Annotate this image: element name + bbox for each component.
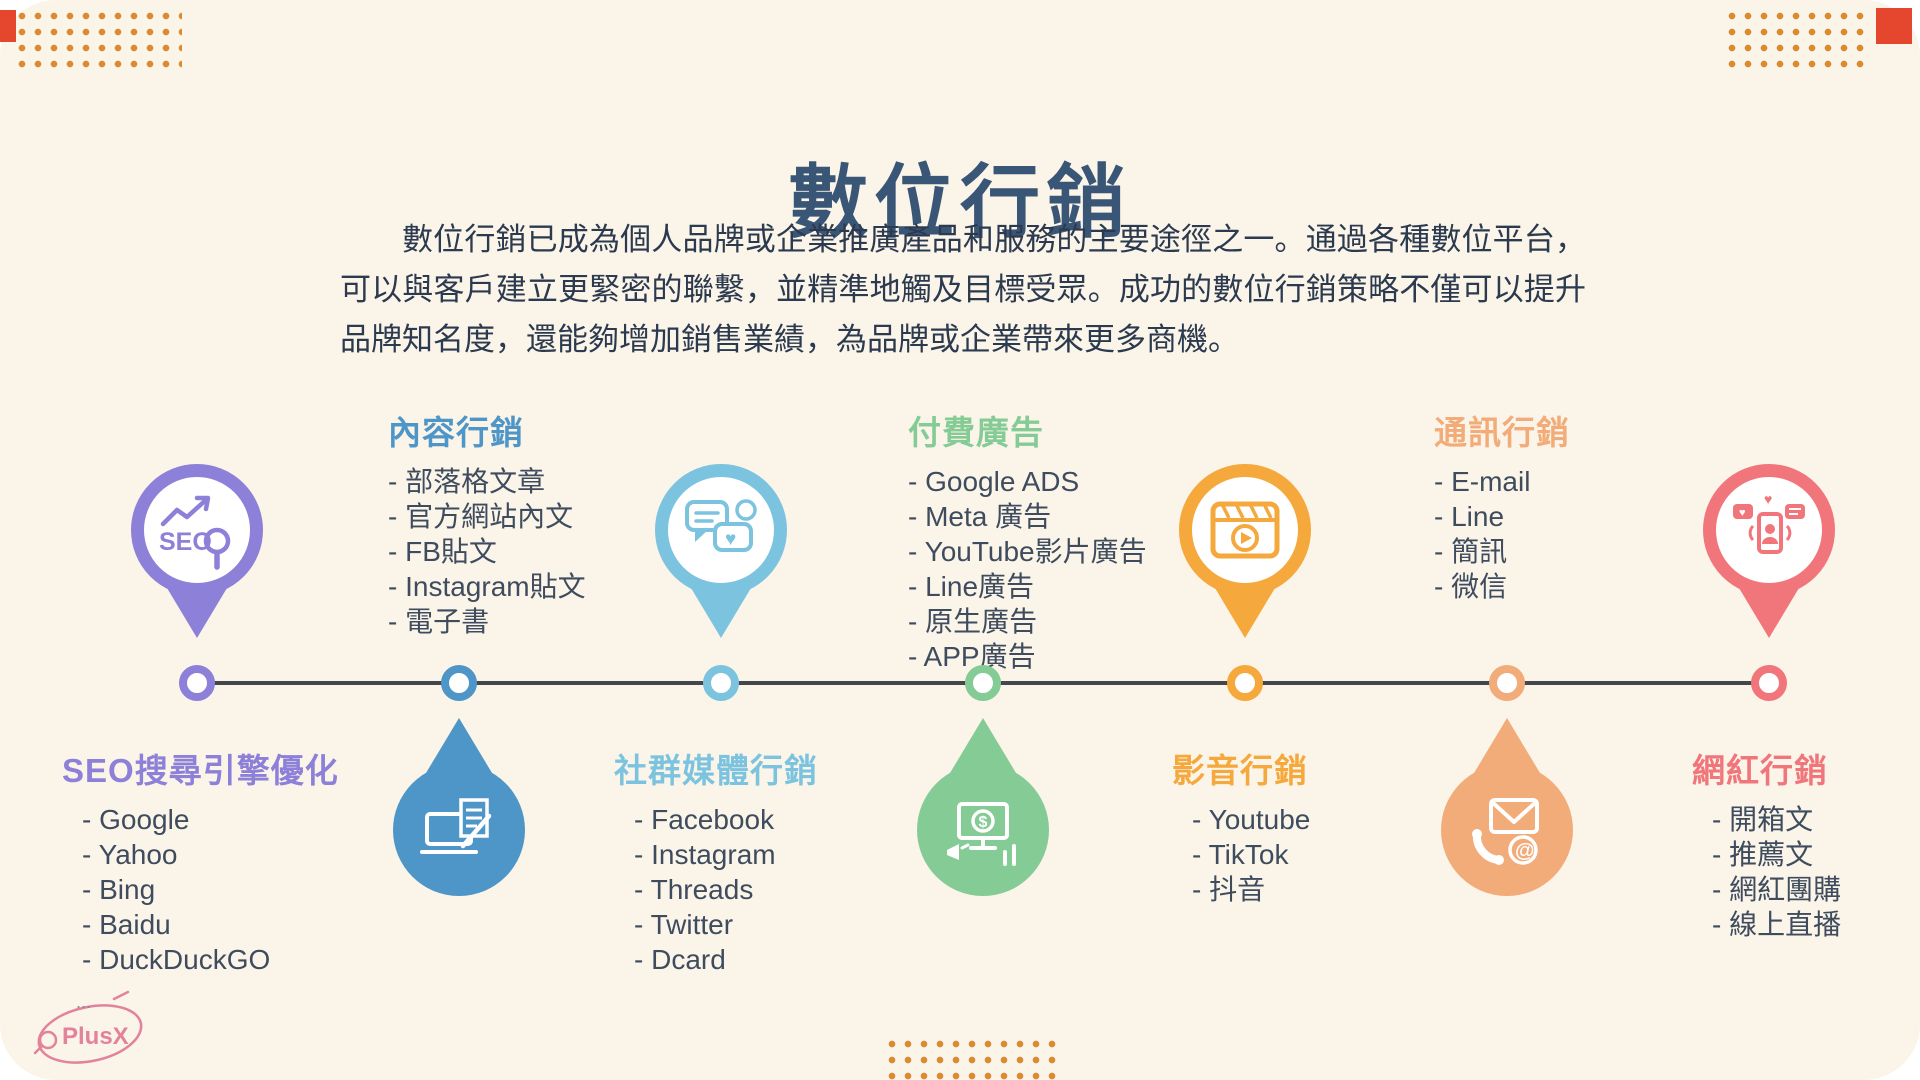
page-title: 數位行銷 bbox=[788, 154, 1132, 249]
corner-square-left bbox=[0, 10, 16, 42]
social-media-pin-marker: ♥ bbox=[655, 464, 787, 644]
list-item: - Threads bbox=[634, 874, 754, 905]
list-item: - Dcard bbox=[634, 944, 726, 975]
svg-text:♥: ♥ bbox=[725, 529, 736, 550]
svg-text:$: $ bbox=[979, 814, 988, 831]
list-item: - 原生廣告 bbox=[908, 606, 1038, 637]
svg-text:@: @ bbox=[1515, 840, 1535, 862]
content-writing-icon bbox=[420, 798, 492, 854]
timeline-node bbox=[179, 665, 215, 701]
content-drop-marker bbox=[393, 718, 525, 918]
svg-text:PlusX: PlusX bbox=[62, 1023, 129, 1050]
intro-paragraph: 數位行銷已成為個人品牌或企業推廣產品和服務的主要途徑之一。通過各種數位平台，可以… bbox=[340, 222, 1586, 357]
dot-grid-bottom bbox=[884, 1036, 1064, 1080]
timeline-node bbox=[1227, 665, 1263, 701]
svg-text:♥: ♥ bbox=[1764, 491, 1772, 507]
list-item: - 微信 bbox=[1434, 571, 1508, 602]
category-title: 影音行銷 bbox=[1172, 752, 1308, 789]
timeline-node bbox=[703, 665, 739, 701]
influencer-phone-icon: ♥ ♥ bbox=[1733, 491, 1805, 554]
svg-text:♥: ♥ bbox=[1739, 507, 1746, 519]
category-content-marketing: 內容行銷 - 部落格文章 - 官方網站內文 - FB貼文 - Instagram… bbox=[388, 406, 586, 639]
influencer-pin-marker: ♥ ♥ bbox=[1703, 464, 1835, 644]
plusx-logo-icon: ... PlusX bbox=[33, 990, 143, 1064]
list-item: - Yahoo bbox=[82, 839, 178, 870]
list-item: - Line bbox=[1434, 501, 1505, 532]
list-item: - Facebook bbox=[634, 804, 775, 835]
mail-phone-icon: @ bbox=[1472, 798, 1539, 865]
category-list: - Google - Yahoo - Bing - Baidu - DuckDu… bbox=[62, 802, 339, 977]
list-item: - Youtube bbox=[1192, 804, 1311, 835]
paid-ads-drop-marker: $ bbox=[917, 718, 1049, 918]
list-item: - Bing bbox=[82, 874, 156, 905]
category-title: SEO搜尋引擎優化 bbox=[62, 752, 339, 789]
category-title: 通訊行銷 bbox=[1434, 414, 1570, 451]
timeline-node bbox=[1751, 665, 1787, 701]
list-item: - 官方網站內文 bbox=[388, 501, 574, 532]
list-item: - 線上直播 bbox=[1712, 909, 1842, 940]
list-item: - 電子書 bbox=[388, 606, 490, 637]
drop-circle: $ bbox=[917, 764, 1049, 896]
list-item: - Meta 廣告 bbox=[908, 501, 1052, 532]
category-list: - Youtube - TikTok - 抖音 bbox=[1172, 802, 1310, 907]
pin-circle: ♥ bbox=[655, 464, 787, 596]
list-item: - 抖音 bbox=[1192, 874, 1266, 905]
category-title: 付費廣告 bbox=[908, 414, 1044, 451]
seo-icon: SEO bbox=[159, 495, 231, 570]
list-item: - Line廣告 bbox=[908, 571, 1035, 602]
list-item: - 開箱文 bbox=[1712, 804, 1814, 835]
timeline-node bbox=[1489, 665, 1525, 701]
category-communication: 通訊行銷 - E-mail - Line - 簡訊 - 微信 bbox=[1434, 406, 1570, 604]
list-item: - 網紅團購 bbox=[1712, 874, 1842, 905]
dot-grid-top-right bbox=[1724, 8, 1868, 72]
category-list: - 部落格文章 - 官方網站內文 - FB貼文 - Instagram貼文 - … bbox=[388, 464, 586, 639]
list-item: - Baidu bbox=[82, 909, 171, 940]
communication-drop-marker: @ bbox=[1441, 718, 1573, 918]
category-list: - 開箱文 - 推薦文 - 網紅團購 - 線上直播 bbox=[1692, 802, 1841, 942]
list-item: - 推薦文 bbox=[1712, 839, 1814, 870]
list-item: - 簡訊 bbox=[1434, 536, 1508, 567]
timeline-node bbox=[965, 665, 1001, 701]
clapperboard-icon bbox=[1210, 501, 1280, 559]
category-list: - Google ADS - Meta 廣告 - YouTube影片廣告 - L… bbox=[908, 464, 1147, 674]
list-item: - TikTok bbox=[1192, 839, 1289, 870]
svg-text:...: ... bbox=[76, 992, 91, 1012]
list-item: - Instagram貼文 bbox=[388, 571, 586, 602]
pin-circle: SEO bbox=[131, 464, 263, 596]
dot-grid-top-left bbox=[14, 8, 182, 72]
drop-circle: @ bbox=[1441, 764, 1573, 896]
corner-square-right bbox=[1876, 8, 1912, 44]
category-title: 社群媒體行銷 bbox=[614, 752, 818, 789]
seo-pin-marker: SEO bbox=[131, 464, 263, 644]
drop-circle bbox=[393, 764, 525, 896]
category-seo: SEO搜尋引擎優化 - Google - Yahoo - Bing - Baid… bbox=[62, 744, 339, 977]
category-influencer: 網紅行銷 - 開箱文 - 推薦文 - 網紅團購 - 線上直播 bbox=[1692, 744, 1841, 942]
list-item: - 部落格文章 bbox=[388, 466, 546, 497]
video-pin-marker bbox=[1179, 464, 1311, 644]
list-item: - DuckDuckGO bbox=[82, 944, 271, 975]
list-item: - APP廣告 bbox=[908, 641, 1036, 672]
list-item: - Twitter bbox=[634, 909, 734, 940]
pin-circle bbox=[1179, 464, 1311, 596]
category-social-media: 社群媒體行銷 - Facebook - Instagram - Threads … bbox=[614, 744, 818, 977]
category-title: 內容行銷 bbox=[388, 414, 524, 451]
plusx-logo: ... PlusX bbox=[30, 986, 154, 1075]
list-item: - Google bbox=[82, 804, 190, 835]
category-paid-ads: 付費廣告 - Google ADS - Meta 廣告 - YouTube影片廣… bbox=[908, 406, 1147, 674]
chat-bubbles-icon: ♥ bbox=[685, 499, 757, 552]
timeline-node bbox=[441, 665, 477, 701]
category-video-marketing: 影音行銷 - Youtube - TikTok - 抖音 bbox=[1172, 744, 1310, 907]
category-list: - E-mail - Line - 簡訊 - 微信 bbox=[1434, 464, 1570, 604]
list-item: - FB貼文 bbox=[388, 536, 497, 567]
list-item: - E-mail bbox=[1434, 466, 1531, 497]
list-item: - Google ADS bbox=[908, 466, 1080, 497]
category-list: - Facebook - Instagram - Threads - Twitt… bbox=[614, 802, 818, 977]
ads-monitor-icon: $ bbox=[947, 802, 1016, 866]
list-item: - YouTube影片廣告 bbox=[908, 536, 1147, 567]
list-item: - Instagram bbox=[634, 839, 776, 870]
category-title: 網紅行銷 bbox=[1692, 752, 1828, 789]
svg-text:SEO: SEO bbox=[159, 528, 212, 556]
pin-circle: ♥ ♥ bbox=[1703, 464, 1835, 596]
